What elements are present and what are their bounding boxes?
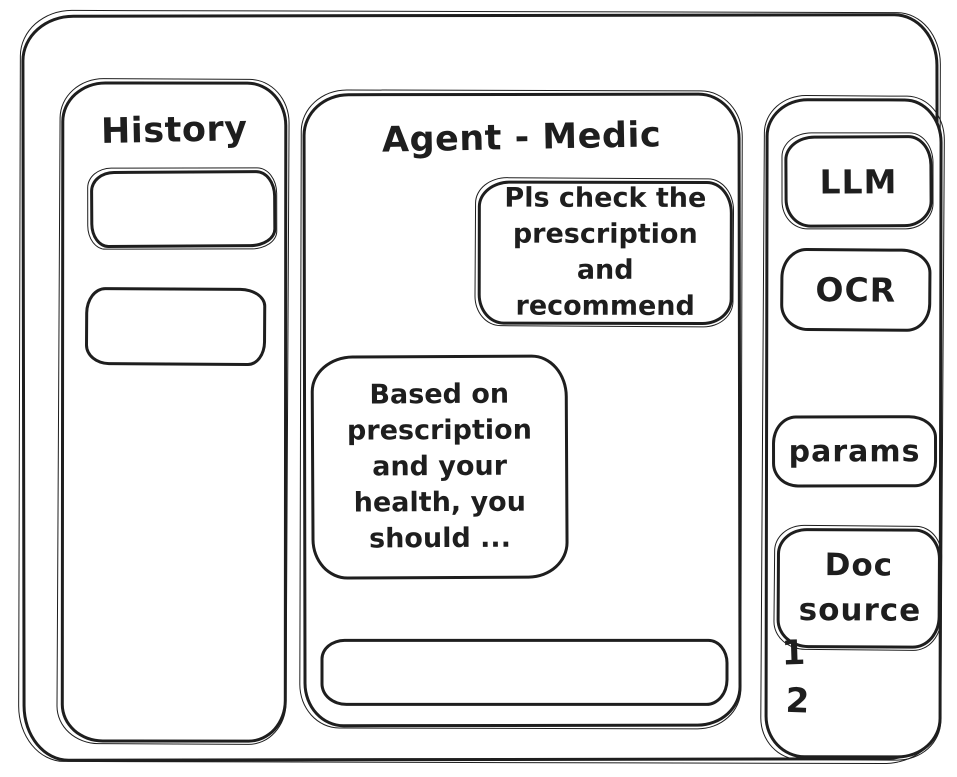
- chat-title: Agent - Medic: [381, 115, 662, 161]
- ocr-button-label: OCR: [815, 270, 897, 310]
- doc-source-button-label: Doc source: [798, 547, 922, 629]
- chat-panel: Agent - Medic Pls check the prescription…: [302, 92, 742, 728]
- agent-message-bubble: Based on prescription and your health, y…: [310, 354, 569, 580]
- history-title: History: [100, 109, 248, 153]
- llm-button[interactable]: LLM: [784, 134, 933, 228]
- history-sidebar: History: [60, 81, 288, 743]
- doc-source-item-2[interactable]: 2: [784, 680, 810, 722]
- ocr-button[interactable]: OCR: [780, 247, 932, 332]
- history-item[interactable]: [84, 286, 267, 367]
- doc-source-item-1[interactable]: 1: [781, 632, 807, 674]
- app-frame: History Agent - Medic Pls check the pres…: [21, 13, 943, 762]
- doc-source-button[interactable]: Doc source: [776, 527, 942, 649]
- tools-sidebar: LLM OCR params Doc source 1 2: [764, 98, 943, 759]
- params-button-label: params: [788, 433, 921, 469]
- llm-button-label: LLM: [819, 161, 898, 202]
- message-input[interactable]: [320, 638, 729, 706]
- user-message-text: Pls check the prescription and recommend: [504, 182, 707, 322]
- agent-message-text: Based on prescription and your health, y…: [346, 378, 532, 555]
- user-message-bubble: Pls check the prescription and recommend: [477, 180, 733, 326]
- history-item[interactable]: [89, 169, 277, 249]
- params-button[interactable]: params: [771, 415, 938, 488]
